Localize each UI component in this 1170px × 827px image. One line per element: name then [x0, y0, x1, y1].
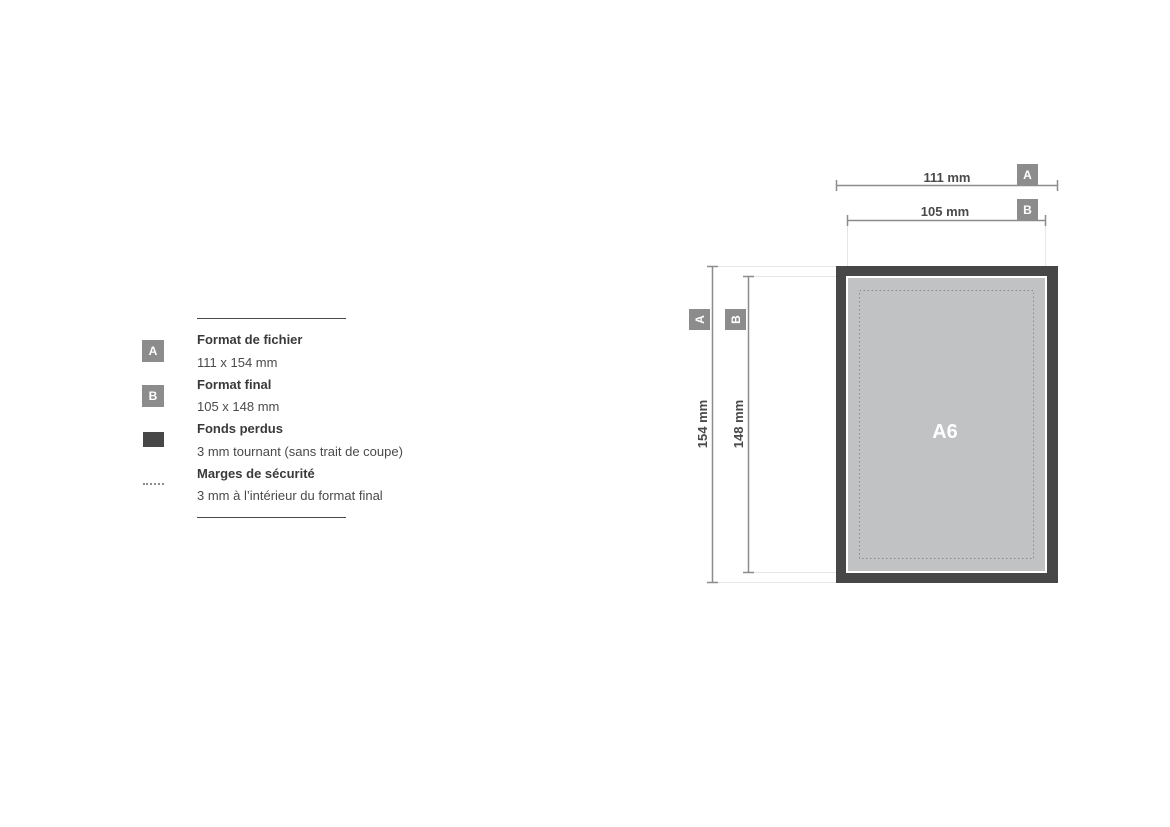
- legend-desc-safety-margin: 3 mm à l’intérieur du format final: [197, 488, 383, 503]
- width-a-badge-letter: A: [1023, 168, 1032, 182]
- legend-safety-dots: [143, 483, 164, 485]
- width-a-label: 111 mm: [924, 170, 971, 185]
- legend-title-safety-margin: Marges de sécurité: [197, 466, 315, 481]
- legend-desc-bleed: 3 mm tournant (sans trait de coupe): [197, 444, 403, 459]
- width-b-badge-letter: B: [1023, 203, 1032, 217]
- final-format-area: [846, 276, 1047, 573]
- legend-title-bleed: Fonds perdus: [197, 421, 283, 436]
- legend-top-rule: [197, 318, 346, 319]
- legend-badge-b: B: [142, 385, 164, 407]
- legend-desc-file-format: 111 x 154 mm: [197, 355, 278, 370]
- width-b-label: 105 mm: [921, 204, 969, 219]
- height-a-badge: [689, 309, 710, 330]
- legend-badge-a: A: [142, 340, 164, 362]
- legend-bleed-swatch: [143, 432, 164, 447]
- legend-desc-final-format: 105 x 148 mm: [197, 399, 280, 414]
- legend-title-final-format: Format final: [197, 377, 272, 392]
- height-a-badge-letter: A: [693, 315, 707, 324]
- height-a-label: 154 mm: [695, 400, 710, 448]
- legend-title-file-format: Format de fichier: [197, 332, 303, 347]
- width-a-badge: [1017, 164, 1038, 185]
- height-b-badge-letter: B: [729, 315, 743, 324]
- safety-margin-line: [859, 290, 1034, 559]
- legend-bottom-rule: [197, 517, 346, 518]
- height-b-badge: [725, 309, 746, 330]
- width-b-badge: [1017, 199, 1038, 220]
- format-label: A6: [932, 421, 958, 443]
- height-b-label: 148 mm: [731, 400, 746, 448]
